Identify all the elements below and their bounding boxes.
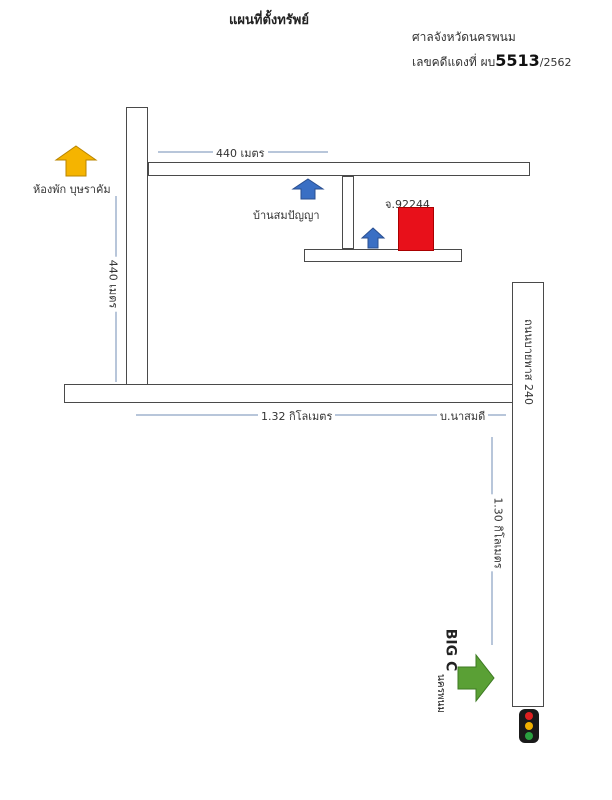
target-property-plot bbox=[398, 207, 434, 251]
case-prefix: เลขคดีแดงที่ ผบ bbox=[412, 55, 496, 69]
top-distance-label: 440 เมตร bbox=[213, 144, 268, 162]
road-main-horizontal bbox=[64, 384, 516, 403]
road-bypass-vertical bbox=[512, 282, 544, 707]
neighbor-house-label: บ้านสมปัญญา bbox=[253, 209, 320, 222]
blue-up-arrow-icon bbox=[291, 178, 325, 200]
green-right-arrow-icon bbox=[457, 653, 495, 703]
big-c-city-label: นครพนม bbox=[434, 674, 446, 713]
road-left-vertical bbox=[126, 107, 148, 387]
right-distance-label: 1.30 กิโลเมตร bbox=[489, 494, 508, 572]
road-soi-horizontal bbox=[304, 249, 462, 262]
road-top-horizontal bbox=[148, 162, 530, 176]
village-label: บ.นาสมดี bbox=[437, 407, 489, 425]
map-title: แผนที่ตั้งทรัพย์ bbox=[229, 13, 309, 28]
dormitory-label: ห้องพัก บุษราคัม bbox=[33, 183, 111, 196]
court-name: ศาลจังหวัดนครพนม bbox=[412, 30, 516, 44]
road-name-label: ถนนบายพาส 240 bbox=[521, 319, 535, 405]
road-soi-vertical bbox=[342, 176, 354, 249]
left-distance-label: 440 เมตร bbox=[104, 256, 123, 312]
case-number-line: เลขคดีแดงที่ ผบ5513/2562 bbox=[412, 51, 571, 72]
traffic-light-icon bbox=[519, 709, 539, 743]
case-number: 5513 bbox=[495, 51, 540, 70]
big-c-label: BIG C bbox=[442, 628, 459, 672]
bottom-distance-label: 1.32 กิโลเมตร bbox=[258, 407, 336, 425]
yellow-up-arrow-icon bbox=[54, 145, 98, 177]
case-year: /2562 bbox=[539, 56, 572, 69]
plot-pointer-icon bbox=[360, 227, 386, 249]
